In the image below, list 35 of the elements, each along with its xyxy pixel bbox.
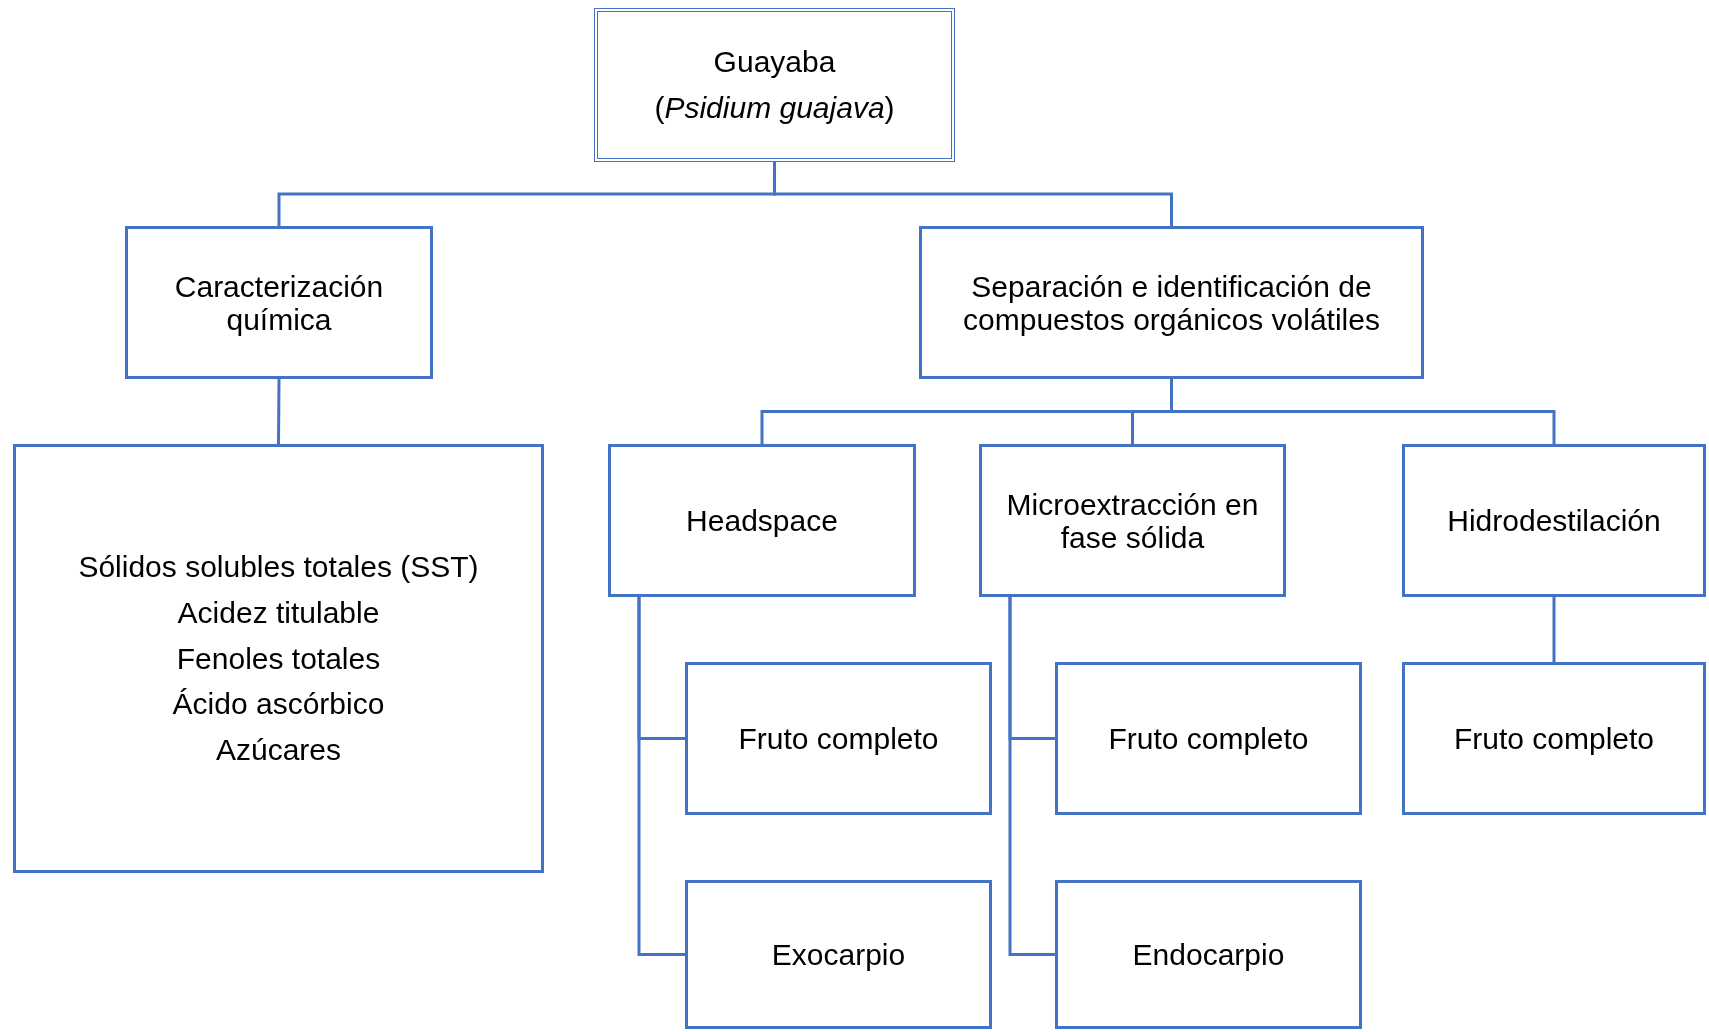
box-label: Separación e identificación de compuestos orgánicos volátiles — [962, 269, 1381, 336]
box-label: Caracterización química — [173, 269, 385, 336]
box-label: Guayaba — [713, 43, 836, 80]
box-label: Headspace — [686, 504, 838, 537]
process-box — [1402, 662, 1706, 815]
connector-line — [637, 597, 685, 956]
process-box — [919, 226, 1424, 379]
box-label: Exocarpio — [771, 938, 906, 971]
process-box — [608, 444, 916, 597]
box-label: Sólidos solubles totales (SST) — [78, 548, 479, 585]
process-box — [1055, 662, 1362, 815]
box-label: Microextracción en fase sólida — [1005, 487, 1260, 554]
box-label: Hidrodestilación — [1447, 504, 1661, 537]
box-label: Fruto completo — [738, 722, 939, 755]
process-box — [13, 444, 544, 873]
process-box — [1055, 880, 1362, 1029]
connector-line — [1008, 597, 1055, 956]
box-label: Fruto completo — [1108, 722, 1309, 755]
box-label: Ácido ascórbico — [172, 686, 385, 723]
process-box — [979, 444, 1286, 597]
box-label: Fenoles totales — [176, 640, 381, 677]
process-box — [125, 226, 433, 379]
connector-line — [1552, 597, 1556, 662]
process-box — [1402, 444, 1706, 597]
box-label: Acidez titulable — [177, 594, 380, 631]
box-label: Endocarpio — [1132, 938, 1285, 971]
connector-line — [773, 162, 1173, 226]
box-label: Fruto completo — [1453, 722, 1655, 755]
box-label: Azúcares — [215, 732, 342, 769]
connector-line — [1170, 379, 1556, 444]
connector-line — [277, 379, 281, 444]
process-box — [685, 880, 992, 1029]
process-box — [594, 8, 955, 162]
box-label: (Psidium guajava) — [654, 90, 895, 126]
process-box — [685, 662, 992, 815]
